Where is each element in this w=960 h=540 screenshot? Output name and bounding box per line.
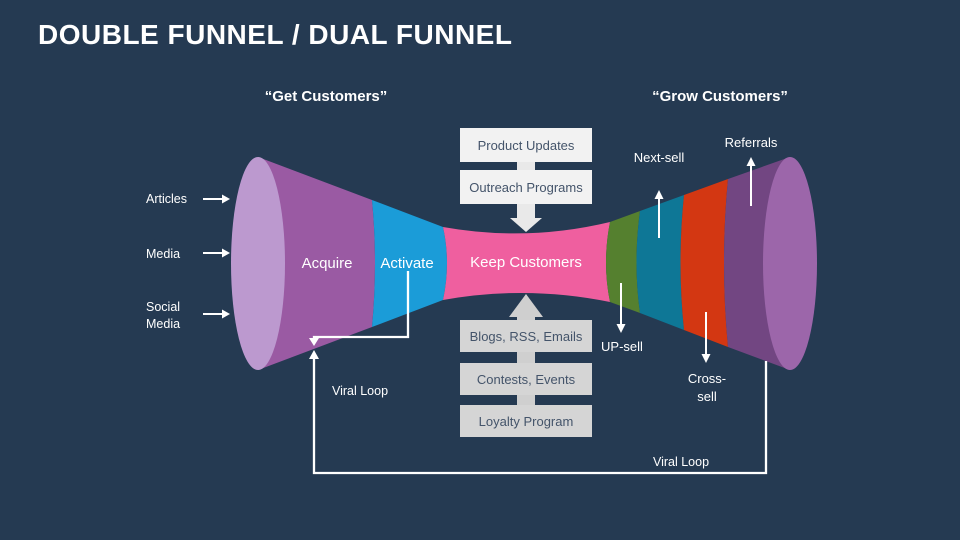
articles-label: Articles — [146, 192, 187, 206]
top-connector — [517, 161, 535, 171]
social-media-arrow-icon — [203, 309, 230, 319]
viral-loop-small: Viral Loop — [309, 271, 410, 398]
blogs-rss-emails-box — [460, 320, 592, 352]
bottom-programs: Blogs, RSS, Emails Contests, Events Loya… — [460, 294, 592, 437]
social-media-label-line1: Social — [146, 300, 180, 314]
center-waist: Keep Customers — [443, 222, 610, 302]
outreach-programs-label: Outreach Programs — [469, 180, 583, 195]
product-updates-label: Product Updates — [478, 138, 575, 153]
left-funnel-mouth-ellipse — [231, 157, 285, 370]
cross-sell-label-line2: sell — [697, 389, 717, 404]
viral-loop-right-label: Viral Loop — [653, 455, 709, 469]
loyalty-program-label: Loyalty Program — [479, 414, 574, 429]
bottom-arrow-shaft — [517, 315, 535, 321]
contests-events-box — [460, 363, 592, 395]
top-down-arrow-icon — [510, 218, 542, 232]
activate-label: Activate — [380, 255, 433, 272]
acquire-label: Acquire — [302, 255, 353, 272]
up-sell-label: UP-sell — [601, 339, 643, 354]
media-label: Media — [146, 247, 180, 261]
blogs-rss-emails-label: Blogs, RSS, Emails — [470, 329, 583, 344]
keep-customers-band — [443, 222, 610, 302]
media-arrow-icon — [203, 248, 230, 258]
viral-loop-left-label: Viral Loop — [332, 384, 388, 398]
next-sell-arrow-icon — [654, 190, 664, 238]
cross-sell-segment — [680, 179, 728, 347]
up-sell-arrow-icon — [616, 283, 626, 333]
top-arrow-shaft — [517, 203, 535, 218]
heading-get-customers: “Get Customers” — [265, 88, 388, 105]
right-funnel-labels: Next-sell Referrals UP-sell Cross- sell — [601, 135, 778, 404]
left-funnel: Acquire Activate — [231, 157, 447, 370]
product-updates-box — [460, 128, 592, 162]
contests-events-label: Contests, Events — [477, 372, 576, 387]
slide-title: DOUBLE FUNNEL / DUAL FUNNEL — [38, 19, 512, 50]
referrals-arrow-icon — [746, 157, 756, 206]
heading-grow-customers: “Grow Customers” — [652, 88, 788, 105]
next-sell-segment — [636, 195, 684, 330]
viral-loop-big: Viral Loop — [309, 350, 768, 475]
input-labels: Articles Media Social Media — [146, 192, 230, 331]
outreach-programs-box — [460, 170, 592, 204]
next-sell-label: Next-sell — [634, 150, 685, 165]
social-media-label-line2: Media — [146, 317, 180, 331]
bottom-up-arrow-icon — [509, 294, 543, 317]
bottom-connector-2 — [517, 395, 535, 405]
viral-loop-big-arrowhead-icon — [309, 350, 319, 359]
up-sell-segment — [606, 211, 640, 313]
acquire-segment — [258, 157, 375, 370]
right-funnel — [606, 157, 817, 370]
top-programs: Product Updates Outreach Programs — [460, 128, 592, 232]
loyalty-program-box — [460, 405, 592, 437]
cross-sell-arrow-icon — [701, 312, 711, 363]
bottom-connector-1 — [517, 352, 535, 363]
activate-segment — [372, 200, 447, 327]
referrals-label: Referrals — [725, 135, 778, 150]
keep-customers-label: Keep Customers — [470, 254, 582, 271]
articles-arrow-icon — [203, 194, 230, 204]
cross-sell-label-line1: Cross- — [688, 371, 726, 386]
right-funnel-mouth-ellipse — [763, 157, 817, 370]
viral-loop-small-arrowhead-icon — [309, 338, 319, 346]
